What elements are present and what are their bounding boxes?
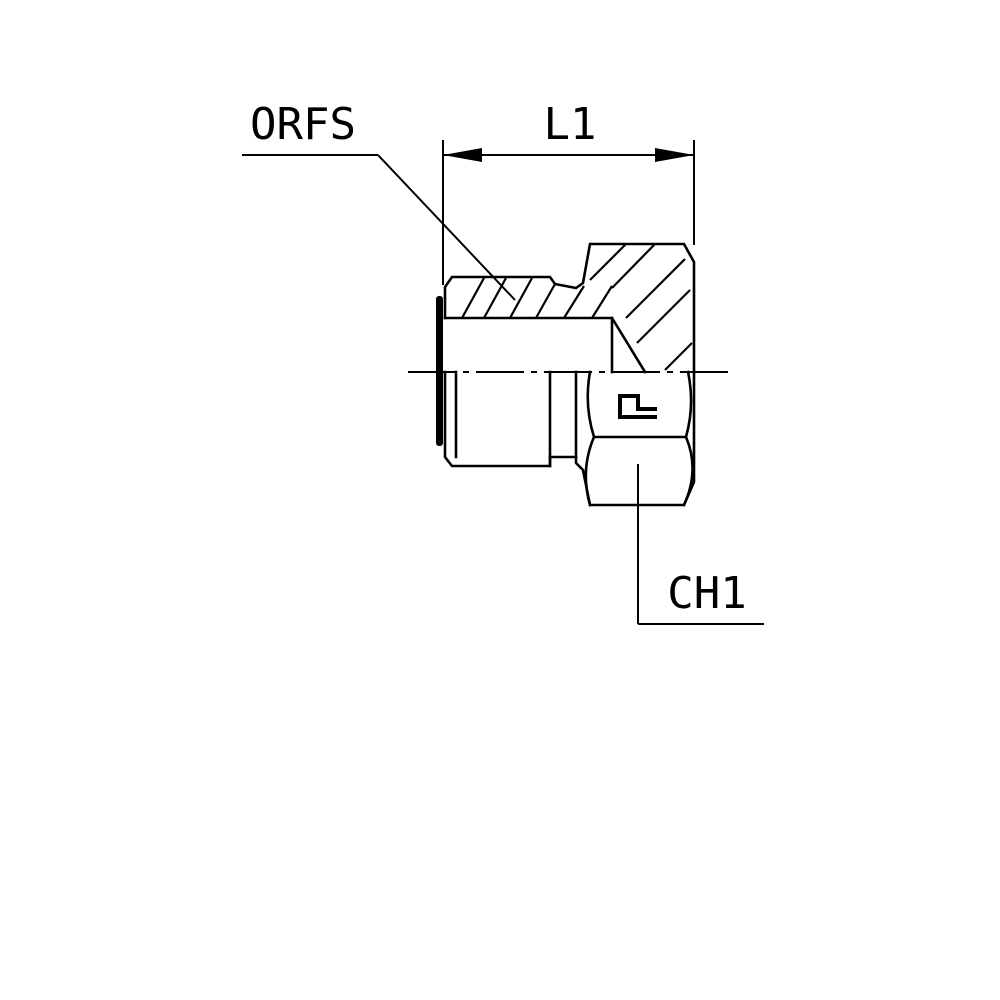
- dimension-arrow-right: [655, 148, 694, 162]
- fitting-body: [436, 242, 696, 507]
- leader-orfs: ORFS: [242, 99, 516, 301]
- section-hatching: [461, 243, 693, 371]
- label-l1: L1: [544, 99, 597, 150]
- leader-ch1: CH1: [637, 464, 764, 625]
- label-ch1: CH1: [667, 568, 746, 619]
- logo-mark: [618, 394, 657, 419]
- outline-upper: [443, 242, 696, 374]
- dimension-arrow-left: [443, 148, 482, 162]
- hex-flat-lower: [584, 435, 694, 507]
- outline-lower: [443, 370, 696, 507]
- bore-outline: [443, 316, 647, 374]
- hex-flat-upper: [586, 370, 693, 439]
- dimension-l1: L1: [442, 99, 695, 285]
- label-orfs: ORFS: [250, 99, 356, 150]
